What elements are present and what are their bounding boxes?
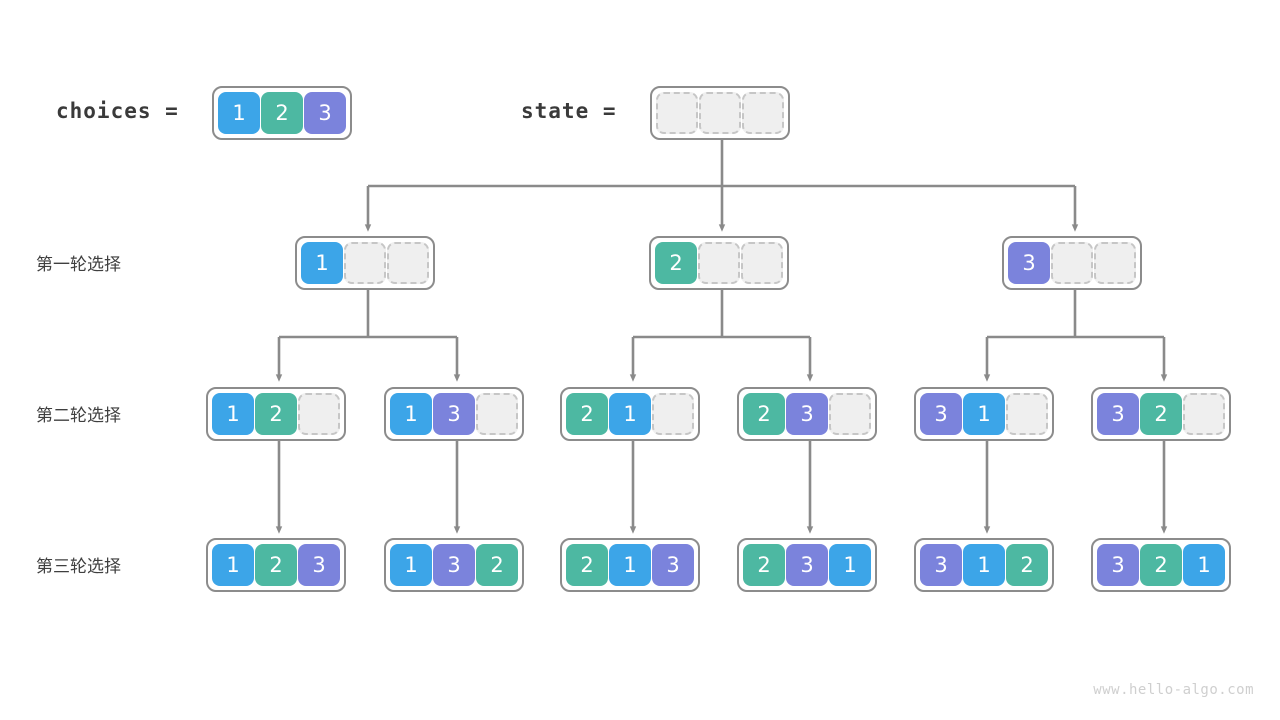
state-label: state = <box>521 99 617 123</box>
level3-n6-cell-3: 1 <box>1183 544 1225 586</box>
level2-n2-cell-2: 3 <box>433 393 475 435</box>
level3-n2-cell-3: 2 <box>476 544 518 586</box>
row-label-round-3: 第三轮选择 <box>36 557 121 577</box>
level2-n1-cell-1: 1 <box>212 393 254 435</box>
level3-n5-cell-3: 2 <box>1006 544 1048 586</box>
level2-n6-cell-1: 3 <box>1097 393 1139 435</box>
level2-n6-cell-2: 2 <box>1140 393 1182 435</box>
level3-n1-cell-2: 2 <box>255 544 297 586</box>
level1-n1-cell-1: 1 <box>301 242 343 284</box>
level2-n1-cell-3-empty <box>298 393 340 435</box>
level1-n1-cell-3-empty <box>387 242 429 284</box>
level3-n4-cell-3: 1 <box>829 544 871 586</box>
level3-n3-cell-2: 1 <box>609 544 651 586</box>
state-array <box>650 86 790 140</box>
level2-n3-cell-1: 2 <box>566 393 608 435</box>
level3-n5-cell-1: 3 <box>920 544 962 586</box>
level3-n4-cell-1: 2 <box>743 544 785 586</box>
choices-cell-1: 1 <box>218 92 260 134</box>
level2-n4-cell-3-empty <box>829 393 871 435</box>
level2-n4-cell-2: 3 <box>786 393 828 435</box>
level2-n2-cell-1: 1 <box>390 393 432 435</box>
row-label-round-1: 第一轮选择 <box>36 255 121 275</box>
level2-n4-cell-1: 2 <box>743 393 785 435</box>
level1-n3-cell-3-empty <box>1094 242 1136 284</box>
level1-n2-cell-3-empty <box>741 242 783 284</box>
level3-n2-cell-1: 1 <box>390 544 432 586</box>
level1-node-2: 2 <box>649 236 789 290</box>
level2-n6-cell-3-empty <box>1183 393 1225 435</box>
level3-n3-cell-1: 2 <box>566 544 608 586</box>
row-label-round-2: 第二轮选择 <box>36 406 121 426</box>
level3-n1-cell-1: 1 <box>212 544 254 586</box>
choices-label: choices = <box>56 99 179 123</box>
level1-n3-cell-1: 3 <box>1008 242 1050 284</box>
level1-n2-cell-1: 2 <box>655 242 697 284</box>
watermark: www.hello-algo.com <box>1093 682 1254 698</box>
level3-n6-cell-2: 2 <box>1140 544 1182 586</box>
level1-n1-cell-2-empty <box>344 242 386 284</box>
level2-n5-cell-1: 3 <box>920 393 962 435</box>
choices-cell-2: 2 <box>261 92 303 134</box>
level2-n5-cell-2: 1 <box>963 393 1005 435</box>
state-cell-1-empty <box>656 92 698 134</box>
level3-n2-cell-2: 3 <box>433 544 475 586</box>
level2-n5-cell-3-empty <box>1006 393 1048 435</box>
level3-n6-cell-1: 3 <box>1097 544 1139 586</box>
level1-node-3: 3 <box>1002 236 1142 290</box>
level3-n5-cell-2: 1 <box>963 544 1005 586</box>
level2-n3-cell-3-empty <box>652 393 694 435</box>
level2-n3-cell-2: 1 <box>609 393 651 435</box>
level1-node-1: 1 <box>295 236 435 290</box>
level3-n3-cell-3: 3 <box>652 544 694 586</box>
level1-n3-cell-2-empty <box>1051 242 1093 284</box>
level3-n1-cell-3: 3 <box>298 544 340 586</box>
level2-n1-cell-2: 2 <box>255 393 297 435</box>
level3-n4-cell-2: 3 <box>786 544 828 586</box>
level2-n2-cell-3-empty <box>476 393 518 435</box>
state-cell-2-empty <box>699 92 741 134</box>
choices-cell-3: 3 <box>304 92 346 134</box>
state-cell-3-empty <box>742 92 784 134</box>
level1-n2-cell-2-empty <box>698 242 740 284</box>
